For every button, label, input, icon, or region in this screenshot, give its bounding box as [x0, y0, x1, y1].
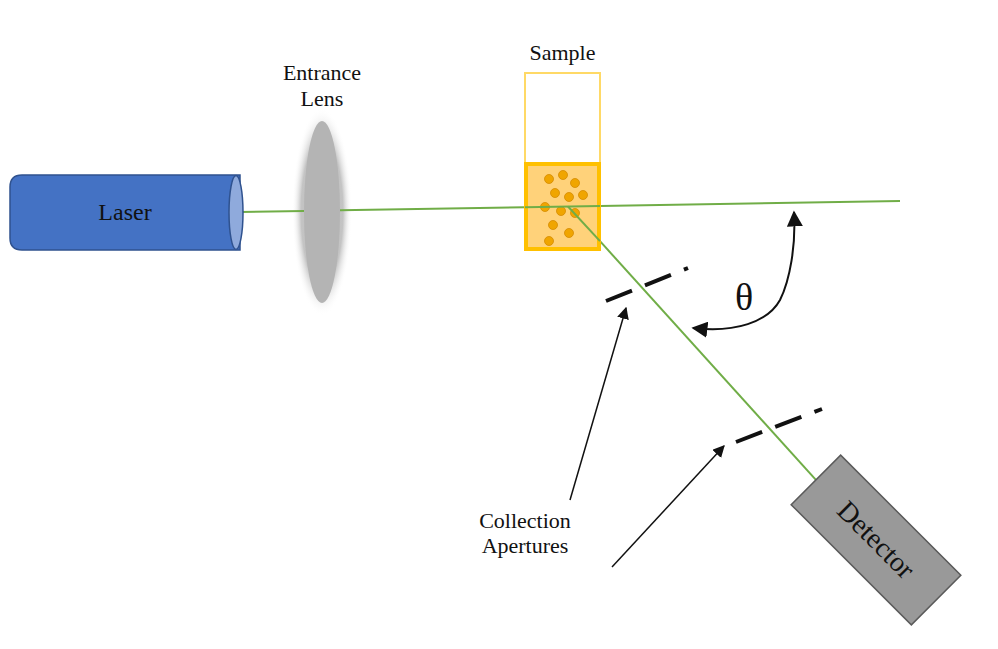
node-shape: [525, 73, 600, 250]
node-label: Laser: [98, 199, 151, 227]
scattered-beam: [568, 207, 600, 242]
beam-in-sample: [525, 206, 600, 207]
angle-symbol: θ: [724, 276, 764, 320]
leader-arrow: [612, 446, 724, 567]
node-shape: [300, 117, 344, 307]
callout-text: Collection Apertures: [450, 508, 600, 559]
entrance-lens: Entrance Lens: [300, 117, 344, 307]
light-beam: [240, 211, 304, 212]
light-beam: [340, 207, 525, 210]
detector-box: Detector: [791, 455, 961, 625]
part-heading: Entrance Lens: [262, 60, 382, 111]
transmitted-beam: [600, 201, 900, 206]
part-heading: Sample: [513, 40, 613, 65]
leader-arrow: [570, 308, 626, 500]
sample-cuvette: Sample: [525, 73, 600, 250]
aperture: [606, 268, 688, 301]
lens-glow: [292, 108, 352, 316]
laser-body: Laser: [10, 175, 240, 250]
light-beam: [600, 241, 816, 480]
angle-arc: [693, 212, 794, 329]
aperture: [736, 409, 822, 442]
